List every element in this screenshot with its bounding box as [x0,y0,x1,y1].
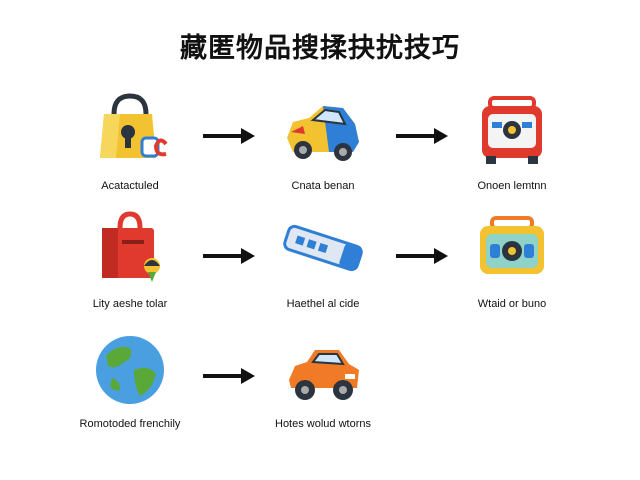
node-label: Acatactuled [101,180,159,192]
red-suitcase-icon [102,211,160,282]
node-label: Lity aeshe tolar [92,298,168,310]
node-label: Wtaid or buno [477,298,547,310]
boombox-icon [480,216,544,274]
arrow-right-icon [394,246,450,266]
globe-icon [96,336,164,404]
node-radio: Onoen lemtnn [437,92,587,202]
node-label: Hotes wolud wtorns [275,418,371,430]
arrow-right-icon [201,126,257,146]
arrow-right-icon [201,366,257,386]
node-label: Romotoded frenchily [79,418,181,430]
node-red-suitcase: Lity aeshe tolar [55,210,205,320]
toy-car-icon [287,106,359,161]
usb-stick-icon [283,224,363,272]
lock-bag-icon [100,93,168,158]
node-lock-bag: Acatactuled [55,92,205,202]
node-label: Haethel al cide [286,298,360,310]
node-boombox: Wtaid or buno [437,210,587,320]
node-toy-car: Cnata benan [248,92,398,202]
orange-car-icon [289,350,359,400]
arrow-right-icon [394,126,450,146]
node-label: Onoen lemtnn [477,180,547,192]
radio-icon [482,96,542,164]
node-usb-stick: Haethel al cide [248,210,398,320]
node-label: Cnata benan [291,180,355,192]
node-globe: Romotoded frenchily [55,330,205,440]
page-title: 藏匿物品搜揉抉扰技巧 [180,33,460,64]
node-orange-car: Hotes wolud wtorns [248,330,398,440]
arrow-right-icon [201,246,257,266]
